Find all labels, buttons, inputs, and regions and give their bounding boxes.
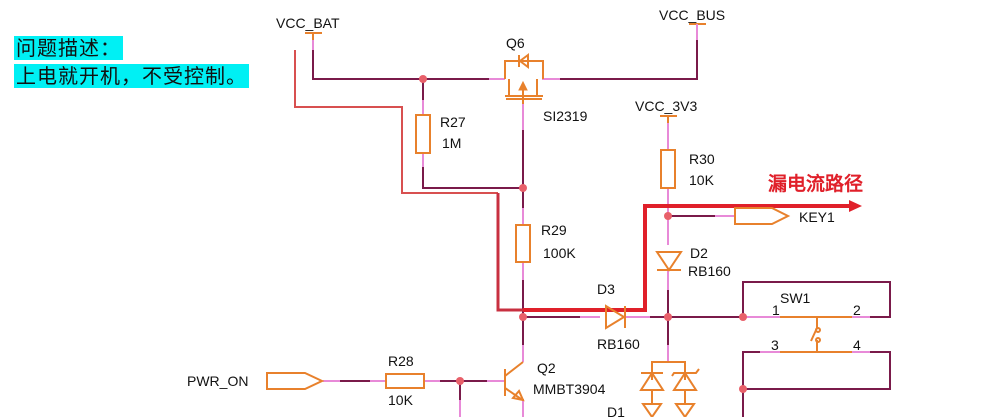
wire-sw1-bottom-loop — [743, 351, 891, 390]
leakage-path-label: 漏电流路径 — [768, 172, 863, 195]
r30-value: 10K — [689, 172, 715, 188]
vcc-bus-rail: VCC_BUS — [659, 7, 725, 40]
junction-dot — [739, 313, 747, 321]
r29-body — [515, 224, 531, 263]
r27-body — [415, 114, 431, 154]
wire-sw1-bottom-left — [742, 351, 760, 417]
d2-ref: D2 — [690, 245, 708, 261]
junction-dot — [519, 313, 527, 321]
d1-top-bus — [651, 361, 686, 380]
q6-body-diode-frame — [504, 60, 544, 79]
leakage-path-mid — [496, 193, 523, 312]
vcc-bat-label: VCC_BAT — [276, 15, 340, 31]
pwr-on-label: PWR_ON — [187, 373, 248, 389]
q6-body-diode-icon — [518, 53, 529, 69]
r29-ref: R29 — [541, 222, 567, 238]
q2-emitter-leg — [504, 387, 522, 400]
sw1-lever-icon — [810, 327, 818, 342]
q6-arrow-icon — [518, 80, 528, 91]
q6-part: SI2319 — [543, 108, 588, 124]
junction-dot — [664, 212, 672, 220]
key1-port-icon — [734, 207, 791, 225]
q2-transistor: Q2 MMBT3904 — [504, 360, 606, 402]
sw1-pin-2: 2 — [853, 302, 861, 318]
d1-ref: D1 — [607, 404, 625, 417]
r29-resistor: R29 100K — [515, 222, 576, 263]
sw1-ref: SW1 — [780, 290, 811, 306]
d2-part: RB160 — [688, 263, 731, 279]
wire-sw1-top-loop — [742, 281, 891, 318]
q2-collector-leg — [504, 361, 524, 377]
wires — [312, 40, 891, 417]
junctions — [419, 75, 747, 393]
d3-part: RB160 — [597, 336, 640, 352]
vcc-bat-rail: VCC_BAT — [276, 15, 340, 50]
r27-ref: R27 — [440, 114, 466, 130]
sw1-pin-4: 4 — [853, 337, 861, 353]
problem-description: 上电就开机，不受控制。 — [14, 64, 249, 88]
r27-value: 1M — [442, 135, 461, 151]
r30-ref: R30 — [689, 151, 715, 167]
r29-value: 100K — [543, 245, 576, 261]
q2-ref: Q2 — [537, 360, 556, 376]
problem-heading: 问题描述： — [14, 36, 123, 60]
d1-diode-array: D1 — [607, 361, 700, 417]
d2-body-icon — [655, 251, 683, 272]
junction-dot — [664, 313, 672, 321]
sw1-pin-1: 1 — [772, 302, 780, 318]
d2-diode: D2 RB160 — [655, 245, 731, 279]
r30-body — [660, 149, 676, 189]
q6-mosfet: Q6 SI2319 — [504, 35, 588, 124]
d3-ref: D3 — [597, 281, 615, 297]
junction-dot — [519, 184, 527, 192]
leakage-path-thick — [523, 204, 852, 312]
sw1-pivot-bottom — [815, 337, 821, 343]
wire-bus-top — [560, 40, 698, 80]
r28-resistor: R28 10K — [385, 353, 425, 408]
r28-value: 10K — [388, 392, 414, 408]
q2-part: MMBT3904 — [533, 381, 606, 397]
r28-ref: R28 — [388, 353, 414, 369]
junction-dot — [456, 377, 464, 385]
q2-emitter-arrow-icon — [511, 389, 525, 402]
junction-dot — [419, 75, 427, 83]
d1-lower-left-icon — [641, 403, 663, 417]
d1-zener-cathode — [671, 368, 700, 377]
d1-lower-right-icon — [674, 403, 696, 417]
wire-bat-top — [312, 50, 489, 80]
sw1-switch: SW1 1 2 3 4 — [771, 290, 861, 353]
pwr-on-port-icon — [266, 372, 325, 390]
d3-diode: D3 RB160 — [597, 281, 640, 352]
d3-body-icon — [605, 304, 626, 330]
vcc-bus-label: VCC_BUS — [659, 7, 725, 23]
wire-r27-bottom — [422, 167, 523, 189]
vcc-3v3-rail: VCC_3V3 — [635, 98, 697, 123]
leakage-path-thin — [294, 50, 498, 194]
key1-label: KEY1 — [799, 209, 835, 225]
sw1-pin-3: 3 — [771, 337, 779, 353]
r27-resistor: R27 1M — [415, 114, 466, 154]
leakage-arrow-head-icon — [849, 200, 862, 212]
r30-resistor: R30 10K — [660, 149, 715, 189]
r28-body — [385, 373, 425, 389]
vcc-3v3-label: VCC_3V3 — [635, 98, 697, 114]
q6-ref: Q6 — [506, 35, 525, 51]
junction-dot — [739, 385, 747, 393]
pwr-on-port: PWR_ON — [187, 372, 325, 390]
key1-port: KEY1 — [734, 207, 835, 225]
leakage-path: 漏电流路径 — [294, 50, 863, 312]
